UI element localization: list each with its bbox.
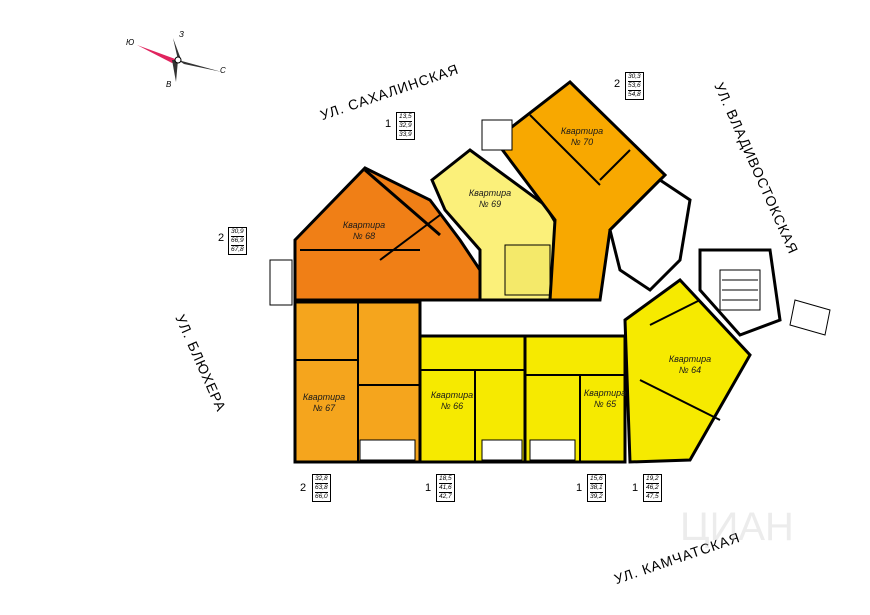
apartment-66-areas: 18,5 41,6 42,7 [436, 474, 455, 502]
apartment-69-areas: 13,5 32,9 33,9 [396, 112, 415, 140]
apartment-65-label: Квартира № 65 [583, 388, 627, 410]
apartment-66-rooms: 1 [425, 482, 432, 494]
apartment-66-number: № 66 [440, 401, 464, 411]
apartment-66-title: Квартира [430, 390, 474, 400]
area-value: 66,9 [231, 237, 244, 246]
area-value: 15,6 [590, 475, 603, 484]
compass-east-label: С [220, 66, 226, 75]
area-value: 18,5 [439, 475, 452, 484]
apartment-67-areas: 32,8 63,8 66,0 [312, 474, 331, 502]
stair-core [608, 178, 782, 337]
apartment-69-number: № 69 [478, 199, 502, 209]
apartment-64-rooms: 1 [632, 482, 639, 494]
compass-north-label: З [179, 30, 184, 39]
apartment-65-areas: 15,6 38,1 39,2 [587, 474, 606, 502]
area-value: 32,8 [315, 475, 328, 484]
apartment-64-areas: 19,2 46,2 47,5 [643, 474, 662, 502]
apartment-65-number: № 65 [593, 399, 617, 409]
apartment-66-label: Квартира № 66 [430, 390, 474, 412]
apartment-68-label: Квартира № 68 [342, 220, 386, 242]
apartment-67-label: Квартира № 67 [302, 392, 346, 414]
apartment-67-rooms: 2 [300, 482, 307, 494]
area-value: 19,2 [646, 475, 659, 484]
compass-west-label: Ю [126, 38, 135, 47]
apartment-68-shape[interactable] [293, 166, 482, 302]
area-value: 30,9 [231, 228, 244, 237]
apartment-68-areas: 30,9 66,9 67,8 [228, 227, 247, 255]
area-value: 13,5 [399, 113, 412, 122]
apartment-64-label: Квартира № 64 [668, 354, 712, 376]
apartment-70-shape[interactable] [492, 80, 668, 302]
area-value: 41,6 [439, 484, 452, 493]
area-value: 33,9 [399, 131, 412, 138]
apartment-64-title: Квартира [668, 354, 712, 364]
compass-south-label: В [166, 80, 172, 89]
area-value: 67,8 [231, 246, 244, 253]
apartment-64-number: № 64 [678, 365, 702, 375]
apartment-68-number: № 68 [352, 231, 376, 241]
compass-icon [137, 38, 222, 82]
apartment-69-label: Квартира № 69 [468, 188, 512, 210]
apartment-70-title: Квартира [560, 126, 604, 136]
apartment-70-number: № 70 [570, 137, 594, 147]
area-value: 54,8 [628, 91, 641, 98]
watermark: ЦИАН [680, 505, 794, 549]
area-value: 39,2 [590, 493, 603, 500]
apartment-65-rooms: 1 [576, 482, 583, 494]
area-value: 63,8 [315, 484, 328, 493]
apartment-67-number: № 67 [312, 403, 336, 413]
area-value: 38,1 [590, 484, 603, 493]
apartment-68-title: Квартира [342, 220, 386, 230]
apartment-69-shape[interactable] [430, 148, 562, 302]
area-value: 42,7 [439, 493, 452, 500]
apartment-69-title: Квартира [468, 188, 512, 198]
apartment-70-areas: 30,3 53,6 54,8 [625, 72, 644, 100]
area-value: 53,6 [628, 82, 641, 91]
apartment-70-rooms: 2 [614, 78, 621, 90]
apartment-65-title: Квартира [583, 388, 627, 398]
area-value: 47,5 [646, 493, 659, 500]
apartment-67-shape[interactable] [293, 300, 422, 464]
area-value: 66,0 [315, 493, 328, 500]
area-value: 46,2 [646, 484, 659, 493]
apartment-64-shape[interactable] [623, 278, 752, 464]
apartment-68-rooms: 2 [218, 232, 225, 244]
apartment-70-label: Квартира № 70 [560, 126, 604, 148]
apartment-69-rooms: 1 [385, 118, 392, 130]
area-value: 32,9 [399, 122, 412, 131]
area-value: 30,3 [628, 73, 641, 82]
apartment-67-title: Квартира [302, 392, 346, 402]
